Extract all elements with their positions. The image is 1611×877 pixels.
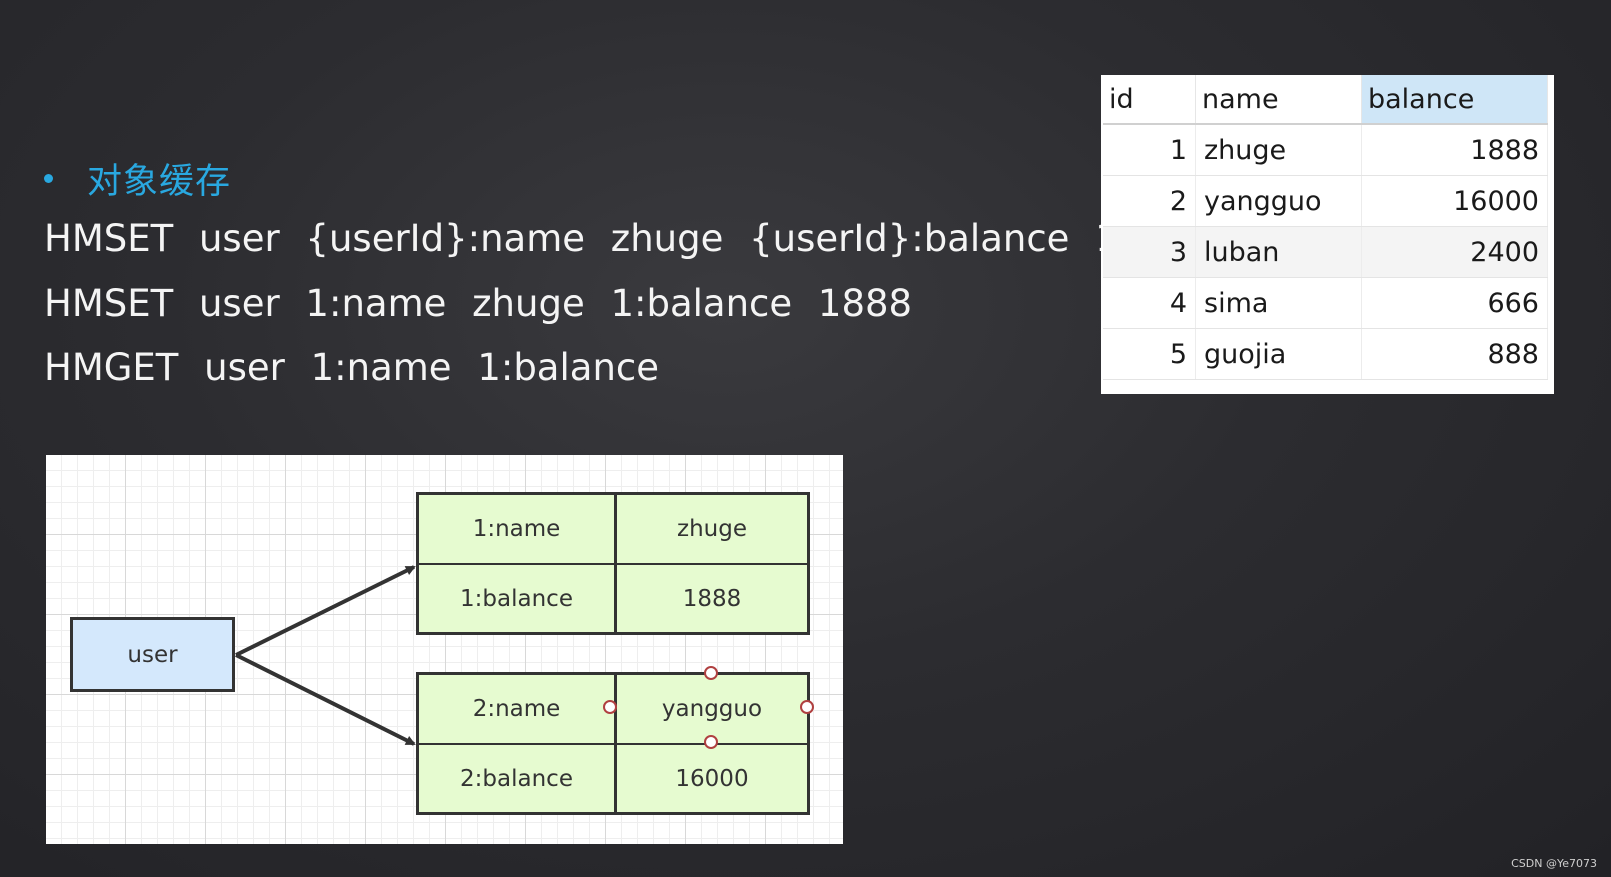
section-heading: 对象缓存 [87,161,232,202]
command-line-1: HMSET user {userId}:name zhuge {userId}:… [44,217,1190,260]
cell-name[interactable]: guojia [1195,328,1362,380]
cell-name[interactable]: yangguo [1195,175,1362,227]
user-key-node[interactable]: user [70,617,235,692]
resize-handle-top[interactable] [704,666,718,680]
command-line-3: HMGET user 1:name 1:balance [44,346,659,389]
column-header-balance[interactable]: balance [1361,75,1548,125]
bullet-icon [44,173,53,183]
resize-handle-right[interactable] [800,700,814,714]
cell-id[interactable]: 1 [1103,124,1196,176]
table-row[interactable]: 4 sima 666 [1103,277,1548,329]
cell-name[interactable]: sima [1195,277,1362,329]
cell-balance[interactable]: 16000 [1361,175,1548,227]
field-name-cell: 2:name [472,696,561,722]
cell-balance[interactable]: 2400 [1361,226,1548,278]
table-header-row: id name balance [1103,75,1548,125]
heading-row: 对象缓存 [44,153,231,203]
table-row[interactable]: 3 luban 2400 [1103,226,1548,278]
value-balance-cell: 16000 [675,765,749,792]
field-name-cell: 1:name [472,516,561,542]
watermark-text: CSDN @Ye7073 [1511,857,1597,870]
field-balance-cell: 1:balance [460,585,573,612]
connector-arrows [235,565,416,746]
column-header-id[interactable]: id [1103,75,1196,125]
field-balance-cell: 2:balance [460,765,573,792]
value-name-cell: zhuge [677,516,747,542]
cell-id[interactable]: 2 [1103,175,1196,227]
command-line-2: HMSET user 1:name zhuge 1:balance 1888 [44,282,913,325]
cell-id[interactable]: 5 [1103,328,1196,380]
row-divider [419,743,807,745]
cell-name[interactable]: zhuge [1195,124,1362,176]
resize-handle-bottom[interactable] [704,735,718,749]
hash-entry-1[interactable]: 1:name zhuge 1:balance 1888 [416,492,810,635]
hash-structure-diagram: user 1:name zhuge 1:balance 1888 2:name … [46,455,843,844]
table-row[interactable]: 5 guojia 888 [1103,328,1548,380]
resize-handle-left[interactable] [603,700,617,714]
cell-id[interactable]: 3 [1103,226,1196,278]
value-balance-cell: 1888 [682,585,742,612]
arrow-to-hash-1 [235,565,416,657]
cell-name[interactable]: luban [1195,226,1362,278]
value-name-cell: yangguo [661,696,763,722]
cell-balance[interactable]: 666 [1361,277,1548,329]
cell-id[interactable]: 4 [1103,277,1196,329]
database-table: id name balance 1 zhuge 1888 2 yangguo 1… [1101,75,1554,394]
table-row[interactable]: 1 zhuge 1888 [1103,124,1548,176]
table-row[interactable]: 2 yangguo 16000 [1103,175,1548,227]
arrow-to-hash-2 [235,653,416,746]
cell-balance[interactable]: 888 [1361,328,1548,380]
hash-entry-2[interactable]: 2:name yangguo 2:balance 16000 [416,672,810,815]
row-divider [419,563,807,565]
cell-balance[interactable]: 1888 [1361,124,1548,176]
column-header-name[interactable]: name [1195,75,1362,125]
